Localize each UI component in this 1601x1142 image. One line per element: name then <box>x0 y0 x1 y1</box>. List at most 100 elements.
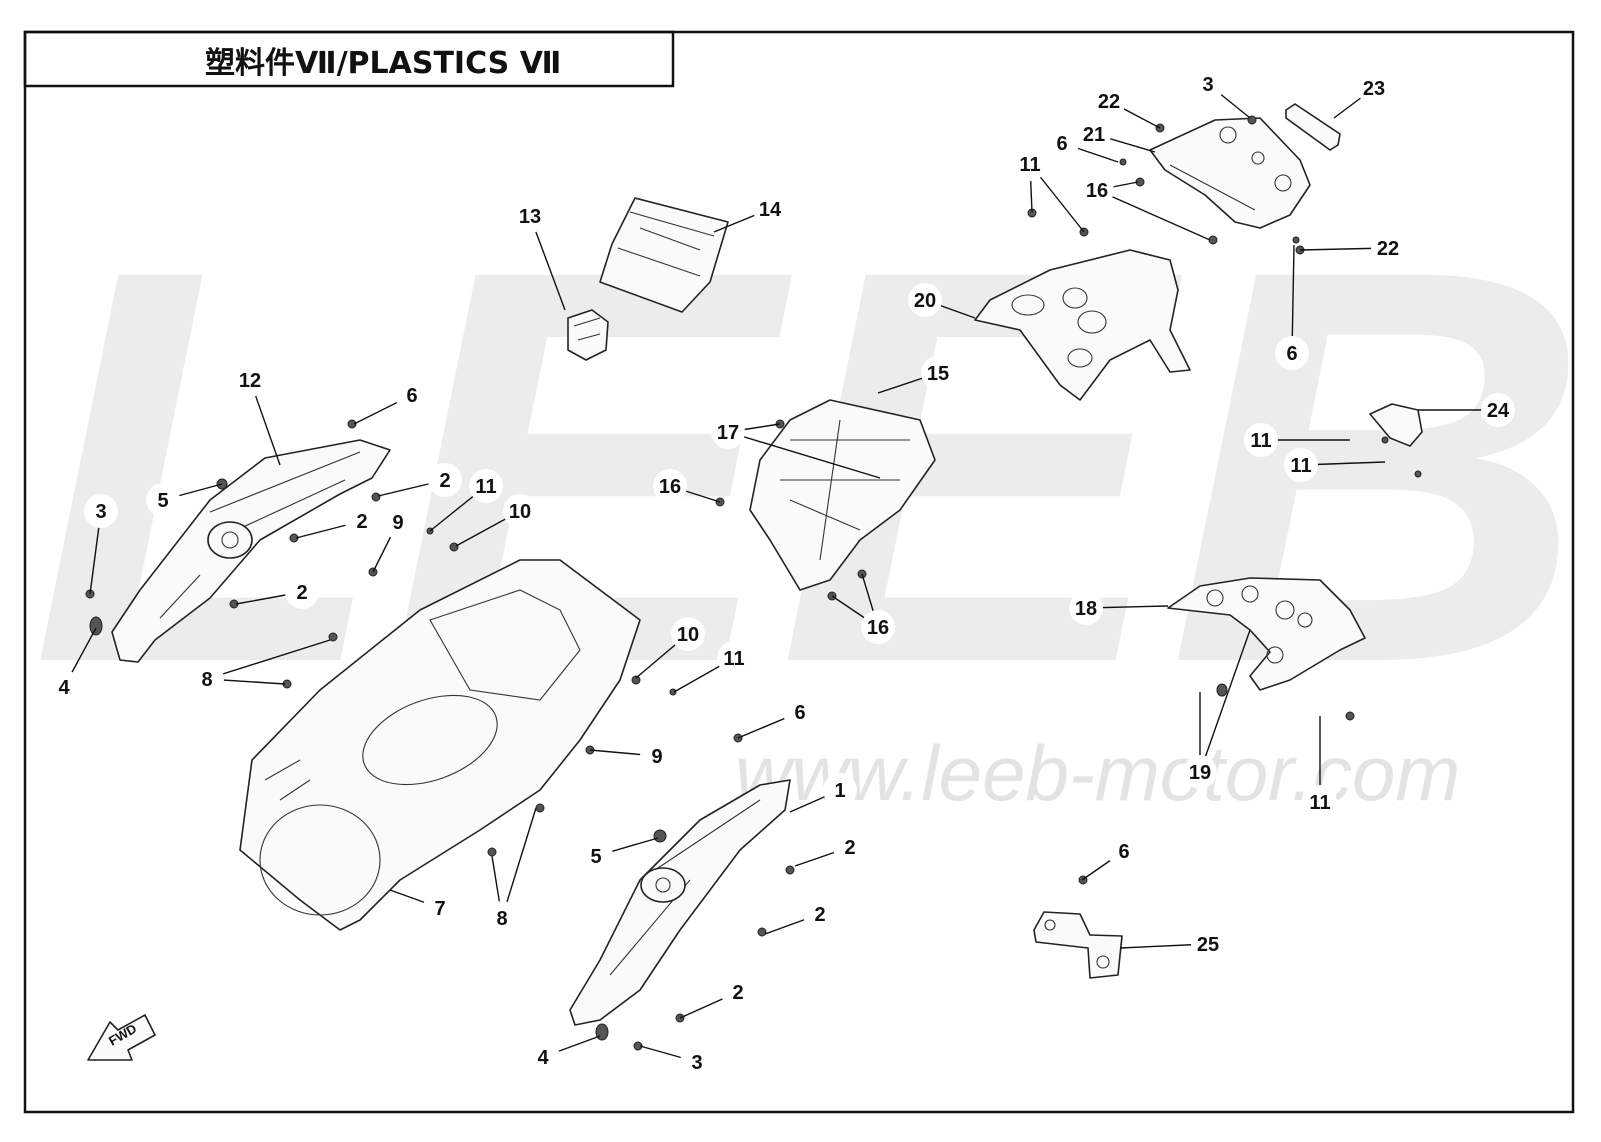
callout-number: 11 <box>475 476 496 498</box>
callout-3: 3 <box>84 494 118 595</box>
callout-number: 14 <box>759 199 782 221</box>
callout-2: 2 <box>235 575 319 609</box>
callout-number: 19 <box>1189 762 1211 784</box>
callout-2: 2 <box>295 504 379 539</box>
callout-badge <box>711 415 745 449</box>
callout-23: 23 <box>1333 71 1391 119</box>
callout-badge <box>803 897 837 931</box>
part-23-bracket <box>1285 103 1341 151</box>
callout-badge <box>1191 67 1225 101</box>
callout-badge <box>717 641 751 675</box>
part-13-connector <box>567 309 609 361</box>
part-14-battery-tray <box>599 197 729 313</box>
callout-7: 7 <box>389 889 457 925</box>
callout-badge <box>428 463 462 497</box>
callout-number: 16 <box>659 476 681 498</box>
callout-badge <box>653 469 687 503</box>
callout-badge <box>1191 927 1225 961</box>
callout-24: 24 <box>1418 393 1515 427</box>
callout-badge <box>579 839 613 873</box>
callout-2: 2 <box>794 830 867 867</box>
callout-number: 3 <box>691 1052 702 1074</box>
callout-11: 11 <box>1303 716 1337 819</box>
callout-number: 11 <box>723 648 744 670</box>
callout-number: 16 <box>867 617 889 639</box>
callout-leader-line <box>1096 189 1211 241</box>
callout-number: 20 <box>914 290 936 312</box>
callout-number: 5 <box>590 846 601 868</box>
callout-number: 3 <box>95 501 106 523</box>
callout-number: 13 <box>519 206 541 228</box>
part-12-left-side-cover <box>111 439 391 663</box>
fasteners <box>85 115 1422 1051</box>
callout-number: 6 <box>1056 133 1067 155</box>
callout-5: 5 <box>146 483 223 517</box>
callout-badge <box>469 469 503 503</box>
callout-number: 2 <box>732 982 743 1004</box>
callout-number: 3 <box>1202 74 1213 96</box>
callout-number: 24 <box>1487 400 1510 422</box>
part-18-rear-mount <box>1167 577 1366 691</box>
callout-badge <box>190 662 224 696</box>
callout-number: 11 <box>1250 430 1271 452</box>
callout-2: 2 <box>377 463 462 497</box>
callout-number: 9 <box>392 512 403 534</box>
callout-number: 4 <box>537 1047 549 1069</box>
callout-15: 15 <box>877 356 955 394</box>
callout-9: 9 <box>372 505 415 573</box>
callout-badge <box>1013 147 1047 181</box>
callout-number: 22 <box>1098 91 1120 113</box>
callout-22: 22 <box>1299 231 1405 265</box>
callout-number: 23 <box>1363 78 1385 100</box>
callout-4: 4 <box>47 627 97 704</box>
diagram-frame <box>23 30 1575 1114</box>
callout-badge <box>1371 231 1405 265</box>
callout-badge <box>146 483 180 517</box>
callout-number: 9 <box>651 746 662 768</box>
callout-number: 2 <box>356 511 367 533</box>
callout-11: 11 <box>1013 147 1085 233</box>
callout-number: 6 <box>1118 841 1129 863</box>
callout-badge <box>1183 755 1217 789</box>
callout-badge <box>783 695 817 729</box>
callout-2: 2 <box>679 975 755 1019</box>
title-box <box>23 30 675 88</box>
callout-badge <box>908 283 942 317</box>
callout-6: 6 <box>353 378 429 425</box>
callout-2: 2 <box>764 897 837 935</box>
callout-badge <box>1244 423 1278 457</box>
callout-badge <box>1080 173 1114 207</box>
callout-number: 16 <box>1086 180 1108 202</box>
callout-number: 2 <box>296 582 307 604</box>
diagram-title: 塑料件Ⅶ/PLASTICS Ⅶ <box>205 46 561 81</box>
callout-badge <box>1107 834 1141 868</box>
callout-16: 16 <box>831 573 895 644</box>
callout-badge <box>485 901 519 935</box>
callout-badge <box>1045 126 1079 160</box>
callout-badge <box>1092 84 1126 118</box>
callout-number: 2 <box>814 904 825 926</box>
callout-6: 6 <box>1045 126 1119 163</box>
callout-badge <box>833 830 867 864</box>
callout-badge <box>753 192 787 226</box>
watermark-url: www.leeb-motor.com <box>735 729 1460 817</box>
callout-badge <box>285 575 319 609</box>
callout-badge <box>381 505 415 539</box>
callout-4: 4 <box>526 1035 601 1074</box>
part-15-frame-tray <box>749 399 936 591</box>
callout-badge <box>671 617 705 651</box>
callout-11: 11 <box>1284 448 1386 482</box>
callout-16: 16 <box>1080 173 1211 241</box>
callout-badge <box>721 975 755 1009</box>
callout-10: 10 <box>635 617 705 679</box>
callout-badge <box>640 739 674 773</box>
callout-badge <box>1481 393 1515 427</box>
callout-number: 11 <box>1290 455 1311 477</box>
callout-number: 11 <box>1309 792 1330 814</box>
callout-number: 2 <box>439 470 450 492</box>
callout-number: 17 <box>717 422 739 444</box>
callout-badge <box>1069 591 1103 625</box>
callout-number: 18 <box>1075 598 1097 620</box>
callout-16: 16 <box>653 469 721 503</box>
